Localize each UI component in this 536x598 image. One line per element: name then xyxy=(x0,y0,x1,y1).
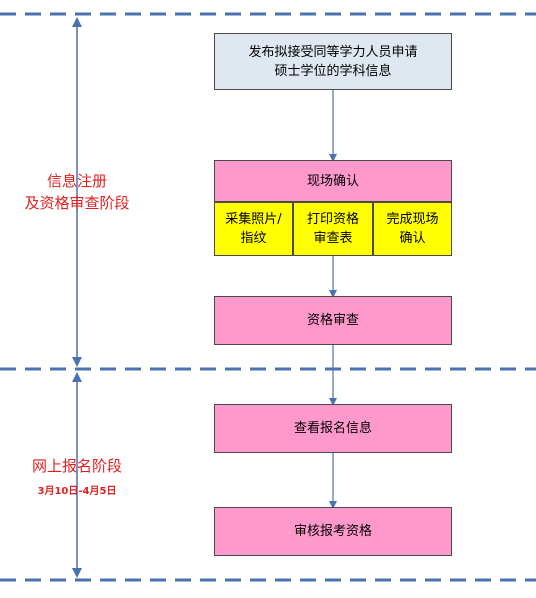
qualification-review-box: 资格审查 xyxy=(214,296,452,345)
audit-qualification-box: 审核报考资格 xyxy=(214,507,452,556)
complete-confirm-line1: 完成现场 xyxy=(386,212,439,227)
onsite-confirm-label: 现场确认 xyxy=(306,173,359,189)
stage-label-online: 网上报名阶段 xyxy=(0,455,154,477)
qualification-review-label: 资格审查 xyxy=(306,313,359,328)
view-registration-label: 查看报名信息 xyxy=(293,421,372,436)
stage-label-line2: 及资格审查阶段 xyxy=(24,194,130,212)
publish-line1: 发布拟接受同等学力人员申请 xyxy=(248,44,418,60)
complete-confirm-box: 完成现场 确认 xyxy=(373,202,452,256)
stage-date: 3月10日-4月5日 xyxy=(37,486,117,497)
print-form-line2: 审查表 xyxy=(313,231,353,246)
stage-label-line1: 网上报名阶段 xyxy=(31,457,122,475)
collect-photo-line2: 指纹 xyxy=(240,231,267,246)
complete-confirm-line2: 确认 xyxy=(399,231,426,246)
print-form-box: 打印资格 审查表 xyxy=(293,202,373,256)
publish-info-box: 发布拟接受同等学力人员申请 硕士学位的学科信息 xyxy=(214,33,452,90)
stage-label-line1: 信息注册 xyxy=(46,172,107,190)
print-form-line1: 打印资格 xyxy=(306,212,359,227)
collect-photo-box: 采集照片/ 指纹 xyxy=(214,202,293,256)
onsite-confirm-box: 现场确认 xyxy=(214,160,452,202)
view-registration-box: 查看报名信息 xyxy=(214,404,452,453)
collect-photo-line1: 采集照片/ xyxy=(225,212,282,227)
stage-label-registration: 信息注册 及资格审查阶段 xyxy=(0,170,154,214)
audit-qualification-label: 审核报考资格 xyxy=(293,524,372,539)
publish-line2: 硕士学位的学科信息 xyxy=(274,63,392,79)
